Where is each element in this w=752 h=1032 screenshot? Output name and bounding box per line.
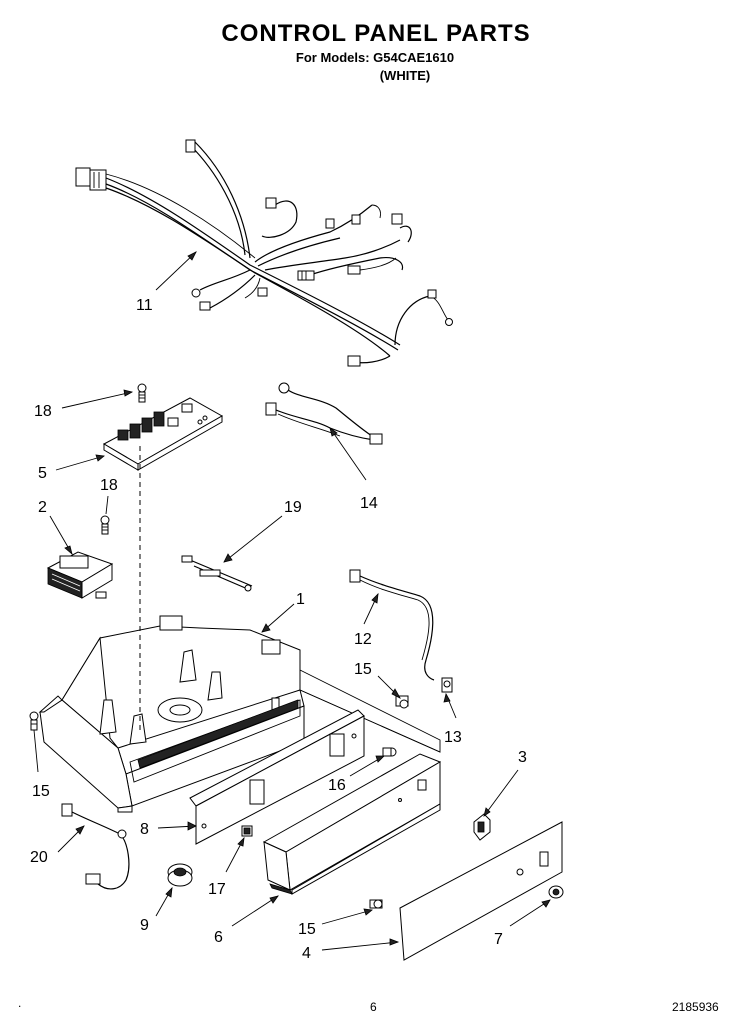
corner-mark: . (18, 996, 22, 1010)
wire-part-12 (349, 569, 435, 681)
callout-19: 19 (284, 499, 302, 516)
wire-part-20 (61, 803, 130, 890)
screw-part-18-middle (100, 515, 110, 535)
callout-15-bottom: 15 (298, 921, 316, 938)
screw-part-18-top (137, 383, 147, 403)
color-line: (WHITE) (379, 68, 431, 83)
callout-12: 12 (354, 631, 372, 648)
switch-part-3 (473, 813, 491, 841)
callout-11: 11 (136, 297, 153, 314)
callout-labels: 11 18 5 18 2 19 14 1 12 15 13 3 16 15 8 … (30, 297, 527, 962)
screw-part-15-left (29, 711, 39, 731)
control-panel-part-6 (262, 753, 442, 895)
screw-part-16 (382, 747, 397, 757)
front-panel-part-4 (399, 821, 563, 961)
callout-6: 6 (214, 929, 223, 946)
callout-5: 5 (38, 465, 47, 482)
screw-part-15-right (395, 695, 409, 709)
callout-4: 4 (302, 945, 311, 962)
clip-part-17 (241, 825, 253, 837)
knob-part-9 (167, 863, 193, 887)
callout-14: 14 (360, 495, 378, 512)
callout-1: 1 (296, 591, 305, 608)
callout-8: 8 (140, 821, 149, 838)
callout-15-left: 15 (32, 783, 50, 800)
leader-lines (33, 251, 551, 951)
callout-7: 7 (494, 931, 503, 948)
wire-part-14 (265, 382, 383, 445)
console-housing-part-1 (38, 446, 441, 813)
transformer-part-2 (46, 551, 114, 599)
callout-18-top: 18 (34, 403, 52, 420)
callout-3: 3 (518, 749, 527, 766)
screw-part-15-bottom (369, 899, 383, 909)
wire-part-19 (181, 555, 253, 592)
callout-2: 2 (38, 499, 47, 516)
wire-harness-part-11 (75, 139, 453, 367)
callout-9: 9 (140, 917, 149, 934)
callout-15-right: 15 (354, 661, 372, 678)
cap-part-7 (548, 885, 564, 899)
page-number: 6 (370, 1000, 377, 1014)
callout-17: 17 (208, 881, 226, 898)
models-line: For Models: G54CAE1610 (295, 50, 455, 65)
document-number: 2185936 (672, 1000, 719, 1014)
control-board-part-5 (102, 397, 224, 471)
bracket-part-8 (189, 709, 365, 845)
callout-16: 16 (328, 777, 346, 794)
callout-20: 20 (30, 849, 48, 866)
thermistor-part-13 (441, 677, 453, 693)
callout-13: 13 (444, 729, 462, 746)
callout-18-middle: 18 (100, 477, 118, 494)
page-title: CONTROL PANEL PARTS (221, 20, 531, 47)
